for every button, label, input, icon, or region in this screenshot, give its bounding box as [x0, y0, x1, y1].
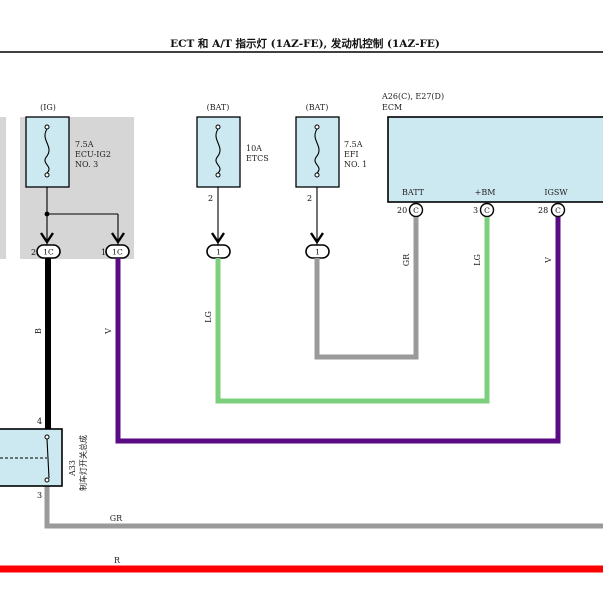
efi-arrow — [310, 232, 324, 245]
etcs-connector-label: 1 — [216, 248, 221, 257]
ig-pin-left: 2 — [31, 248, 36, 257]
switch-name: 制车灯开关总成 — [78, 435, 88, 491]
efi-fuse-name: EFI — [344, 150, 359, 159]
switch-terminal-top — [44, 434, 50, 440]
ig-connector-left-label: 1C — [43, 248, 54, 257]
wire-gr-bottom — [44, 486, 603, 529]
ecm-terminal-bm-label: +BM — [475, 188, 496, 197]
ig-connector-right-label: 1C — [112, 248, 123, 257]
ig-arrow-left — [40, 232, 54, 245]
wire-v-igsw — [115, 217, 561, 444]
wire-label-gr-batt: GR — [402, 253, 411, 266]
left-panel-strip — [0, 117, 6, 259]
etcs-arrow — [211, 232, 225, 245]
efi-fuse-pin: 2 — [307, 194, 312, 203]
ecm-ref: A26(C), E27(D) — [381, 92, 444, 101]
etcs-fuse-source: (BAT) — [207, 103, 230, 112]
diagram-title: ECT 和 A/T 指示灯 (1AZ-FE), 发动机控制 (1AZ-FE) — [170, 37, 440, 50]
switch-pin-top: 4 — [37, 417, 42, 426]
efi-fuse-amp: 7.5A — [344, 140, 363, 149]
efi-connector-label: 1 — [315, 248, 320, 257]
wire-lg-etcs-bm — [215, 217, 490, 404]
ecm-terminal-bm-conn: C — [484, 206, 490, 215]
ig-fuse-no: NO. 3 — [75, 160, 98, 169]
ecm-terminal-igsw-pin: 28 — [538, 206, 548, 215]
etcs-fuse-pin: 2 — [208, 194, 213, 203]
wire-label-lg-bm: LG — [473, 254, 482, 266]
wire-label-lg-etcs: LG — [204, 311, 213, 323]
ig-fuse-amp: 7.5A — [75, 140, 94, 149]
ecm-terminal-igsw-label: IGSW — [544, 188, 568, 197]
ig-fuse-terminal-top — [44, 124, 50, 130]
wire-label-r-bottom: R — [114, 556, 121, 565]
ig-fuse-terminal-bottom — [44, 172, 50, 178]
switch-ref: A33 — [68, 460, 77, 477]
ecm-terminal-batt-connector — [408, 202, 424, 218]
ecm-terminal-igsw-connector — [550, 202, 566, 218]
etcs-fuse-name: ETCS — [246, 154, 269, 163]
efi-fuse-source: (BAT) — [306, 103, 329, 112]
ecm-terminal-igsw-conn: C — [555, 206, 561, 215]
wire-label-b: B — [34, 328, 43, 334]
ecm-name: ECM — [382, 103, 402, 112]
switch-terminal-bottom — [44, 477, 50, 483]
efi-fuse-terminal-top — [314, 124, 320, 130]
efi-fuse-no: NO. 1 — [344, 160, 367, 169]
etcs-fuse-amp: 10A — [246, 144, 262, 153]
ig-pin-right: 1 — [101, 248, 106, 257]
ig-arrow-right — [111, 232, 125, 245]
switch-pin-bottom: 3 — [37, 491, 42, 500]
ig-fuse-name: ECU-IG2 — [75, 150, 111, 159]
ig-fuse-element — [44, 128, 50, 174]
wire-label-gr-bottom: GR — [110, 514, 123, 523]
wire-label-v-left: V — [104, 328, 113, 335]
ecm-terminal-batt-pin: 20 — [397, 206, 407, 215]
efi-fuse-terminal-bottom — [314, 172, 320, 178]
etcs-fuse-terminal-top — [215, 124, 221, 130]
ecm-terminal-batt-conn: C — [413, 206, 419, 215]
ig-fuse-source: (IG) — [40, 103, 56, 112]
ecm-terminal-bm-pin: 3 — [473, 206, 478, 215]
switch-blade — [46, 438, 50, 479]
ecm-terminal-batt-label: BATT — [402, 188, 425, 197]
wire-label-v-igsw: V — [544, 257, 553, 264]
wire-gr-batt — [314, 217, 419, 360]
efi-fuse-element — [314, 128, 320, 174]
etcs-fuse-element — [215, 128, 221, 174]
ecm-terminal-bm-connector — [479, 202, 495, 218]
etcs-fuse-terminal-bottom — [215, 172, 221, 178]
ecm-box — [387, 116, 603, 203]
